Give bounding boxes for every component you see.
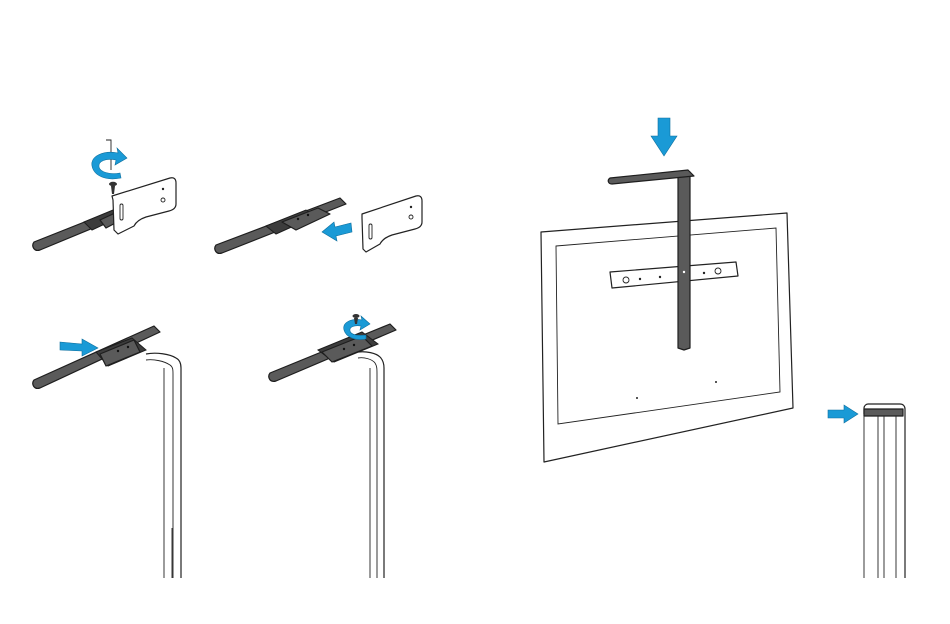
down-arrow-icon bbox=[651, 118, 677, 156]
step-1-panel bbox=[33, 140, 176, 250]
step-5-panel bbox=[541, 118, 793, 462]
stand-pole bbox=[358, 352, 384, 578]
push-arrow-icon bbox=[322, 222, 352, 241]
display-panel bbox=[541, 213, 793, 462]
arm-bar bbox=[215, 198, 346, 253]
stand-top bbox=[864, 404, 905, 578]
step-2-panel bbox=[215, 196, 422, 254]
push-arrow-icon bbox=[828, 405, 858, 423]
bracket-plate bbox=[362, 196, 422, 252]
step-3-panel bbox=[33, 326, 181, 578]
arm-bar bbox=[33, 326, 160, 388]
bracket-plate bbox=[112, 178, 176, 234]
rotate-arrow-icon bbox=[92, 148, 127, 179]
stand-pole bbox=[146, 353, 181, 578]
screw-icon bbox=[109, 182, 117, 194]
step-4-panel bbox=[269, 314, 396, 578]
step-6-panel bbox=[828, 404, 905, 578]
